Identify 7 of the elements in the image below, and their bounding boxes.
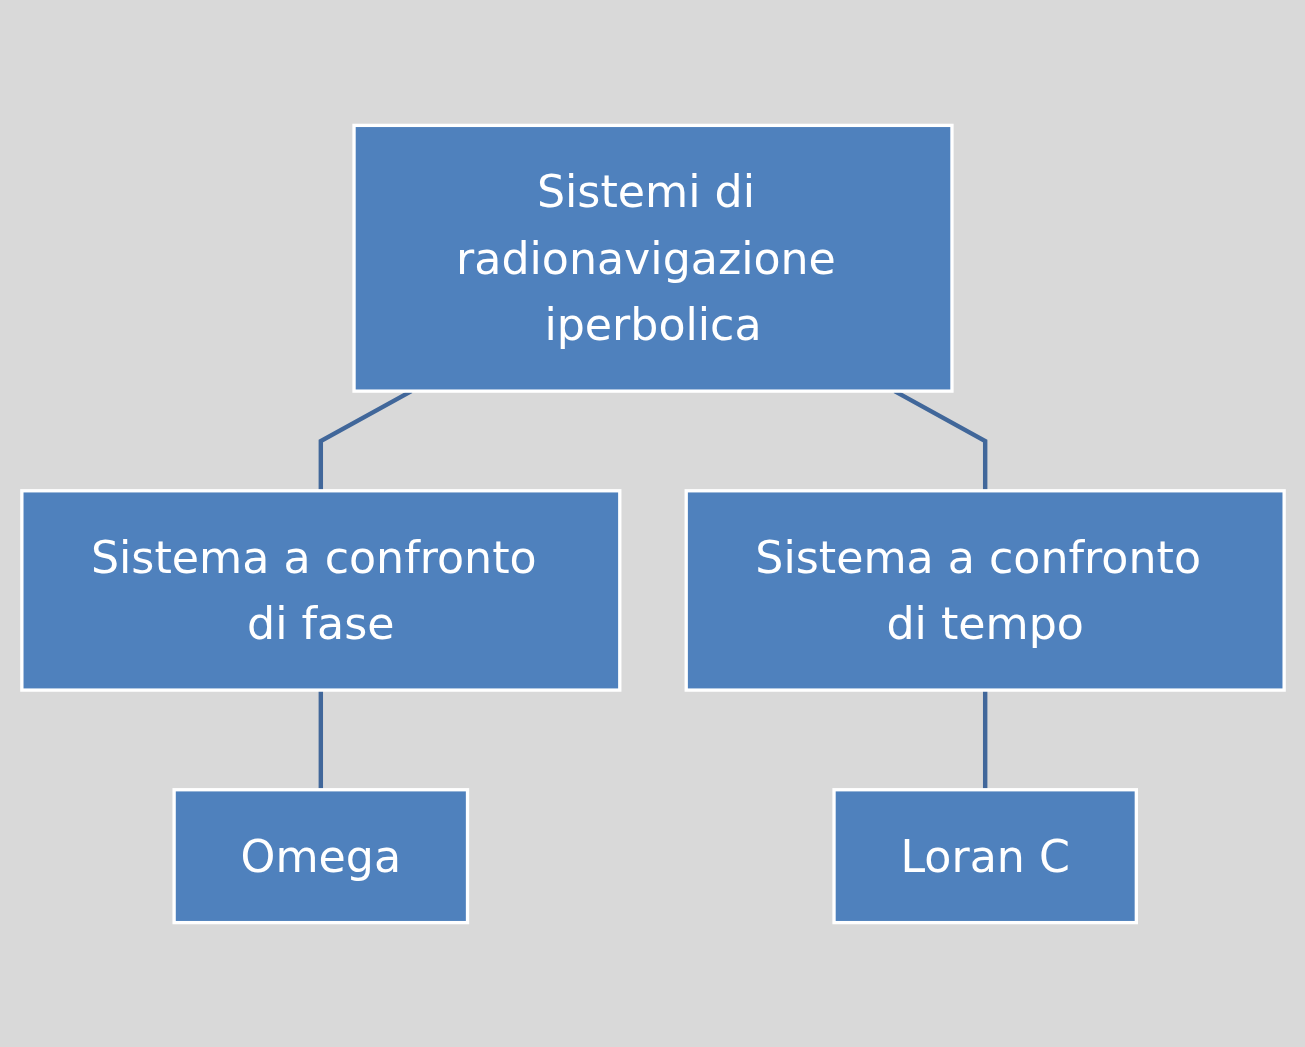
node-box: Sistemi di radionavigazione iperbolica [351, 123, 954, 393]
node-box: Sistema a confronto di tempo [684, 488, 1286, 692]
node-box: Omega [171, 787, 469, 924]
node-box: Sistema a confronto di fase [19, 488, 621, 692]
connector [318, 689, 323, 790]
connector [982, 689, 987, 790]
node-box: Loran C [831, 787, 1138, 924]
